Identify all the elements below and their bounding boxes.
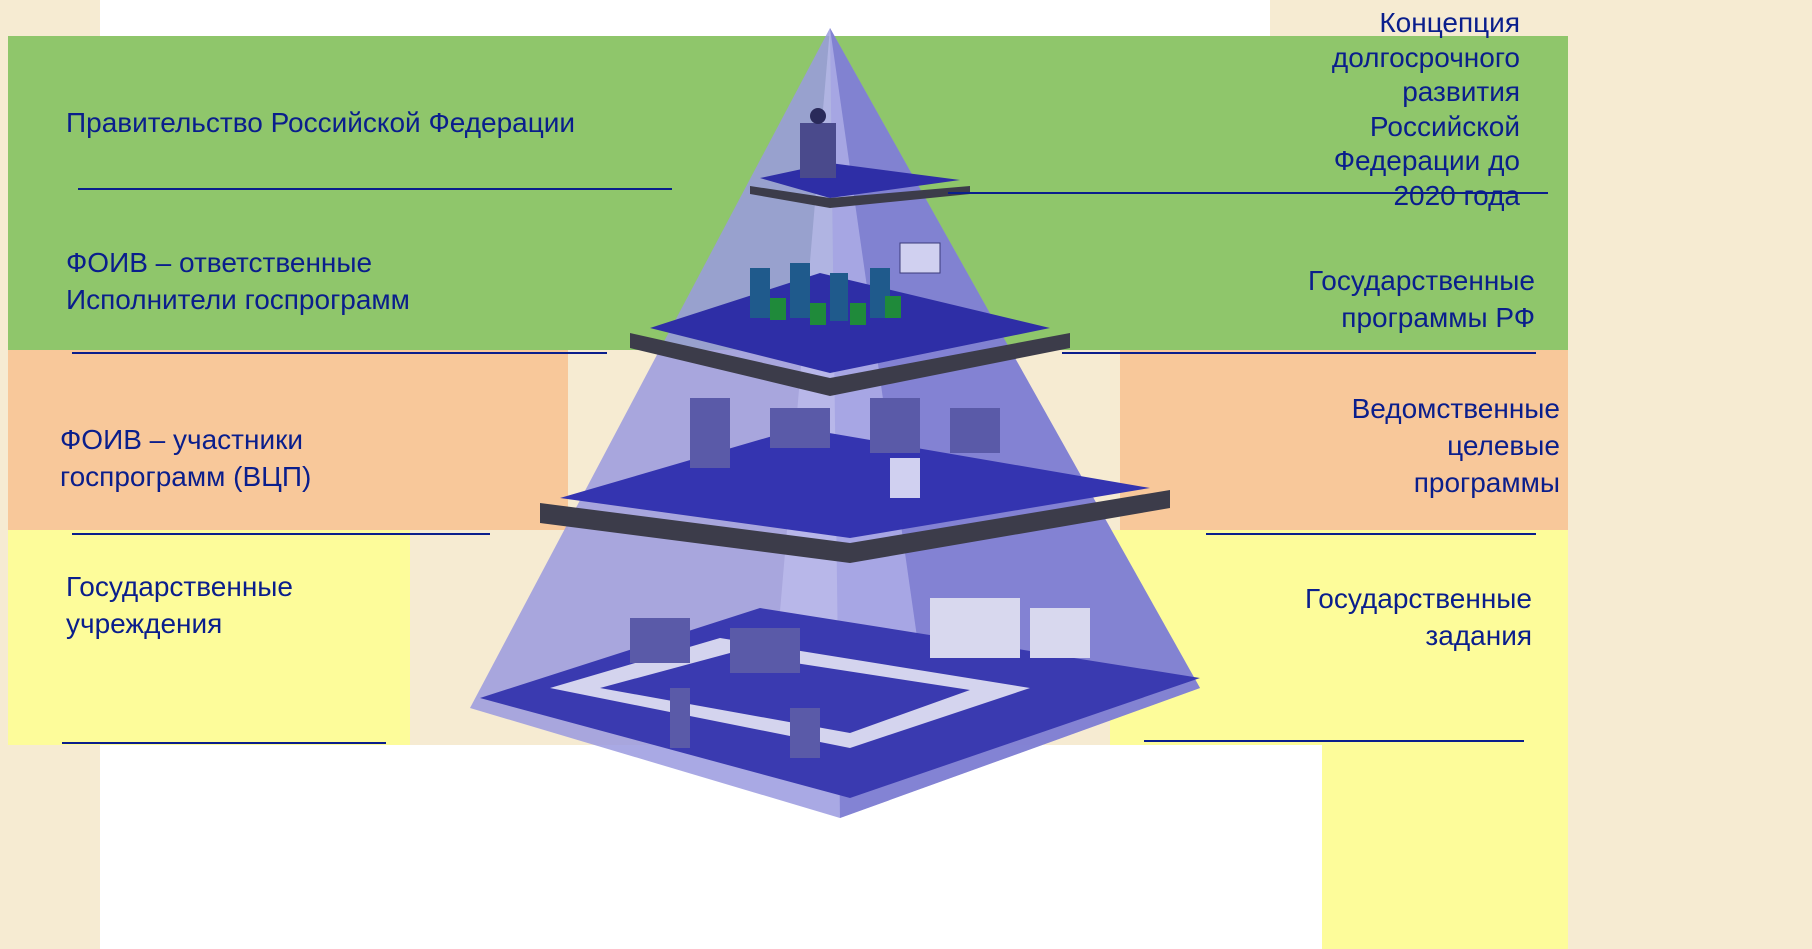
rule-right-3 bbox=[1206, 533, 1536, 535]
band-yellow-left bbox=[8, 530, 410, 745]
level-3-slab bbox=[540, 490, 1170, 563]
rule-left-4 bbox=[62, 742, 386, 744]
level-1-head bbox=[810, 108, 826, 124]
label-state-programs: Государственные программы РФ bbox=[1308, 265, 1535, 333]
band-yellow-bottom-right bbox=[1322, 745, 1568, 949]
band-white-top bbox=[100, 0, 1270, 36]
level-1-slab bbox=[750, 186, 970, 208]
rule-left-3 bbox=[72, 533, 490, 535]
level-1-figure bbox=[800, 123, 836, 178]
rule-right-4 bbox=[1144, 740, 1524, 742]
band-orange-left bbox=[8, 350, 568, 530]
label-state-assignments: Государственные задания bbox=[1305, 583, 1532, 651]
rule-left-2 bbox=[72, 352, 607, 354]
label-concept: Концепция долгосрочного развития Российс… bbox=[1331, 7, 1520, 211]
level-2-slab bbox=[630, 333, 1070, 396]
label-government: Правительство Российской Федерации bbox=[66, 107, 576, 138]
band-yellow-right bbox=[1110, 530, 1568, 745]
level-4-machines bbox=[630, 598, 1090, 758]
label-foiv-responsible: ФОИВ – ответственные Исполнители госпрог… bbox=[66, 247, 410, 315]
label-foiv-participants: ФОИВ – участники госпрограмм (ВЦП) bbox=[60, 424, 312, 492]
rule-left-1 bbox=[78, 188, 672, 190]
level-4-path-inner bbox=[600, 653, 970, 733]
label-state-institutions: Государственные учреждения bbox=[66, 571, 293, 639]
pyramid-illustration bbox=[470, 28, 1200, 818]
level-2-board bbox=[899, 242, 941, 274]
level-3-workstations bbox=[690, 398, 1000, 498]
rule-right-2 bbox=[1062, 352, 1536, 354]
level-2-chairs bbox=[770, 296, 901, 325]
rule-right-1 bbox=[948, 192, 1548, 194]
pyramid-right-face bbox=[830, 28, 1200, 818]
band-orange-right bbox=[1120, 350, 1568, 530]
label-departmental-programs: Ведомственные целевые программы bbox=[1351, 393, 1560, 498]
